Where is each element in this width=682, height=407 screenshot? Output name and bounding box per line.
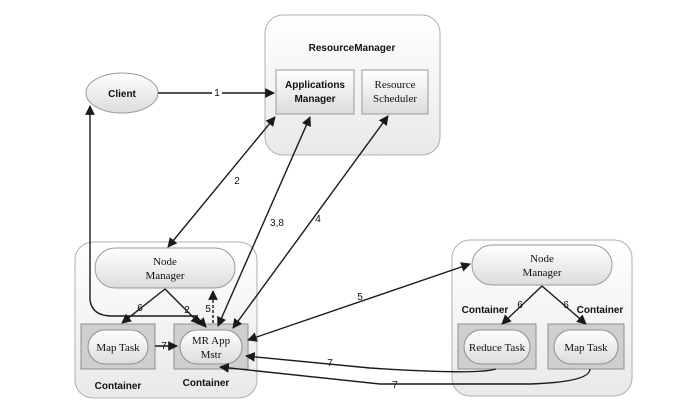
map-task-left-label: Map Task xyxy=(96,342,140,354)
applications-manager-box xyxy=(275,69,355,115)
reduce-task-node xyxy=(463,329,531,365)
map-task-left-container-label: Container xyxy=(95,381,142,392)
node-manager-right-label-2: Manager xyxy=(522,267,561,279)
node-manager-left-label: Node xyxy=(153,256,177,268)
edge-label-7c: 7 xyxy=(392,380,398,391)
edge-mr-app-to-nm-right xyxy=(247,262,471,342)
edge-label-5a: 5 xyxy=(205,304,211,315)
node-manager-left xyxy=(94,247,236,289)
edge-label-6c: 6 xyxy=(563,300,569,311)
map-task-right-container-label: Container xyxy=(577,305,624,316)
edge-label-6b: 6 xyxy=(517,300,523,311)
edge-rm-to-node-manager xyxy=(167,116,276,248)
applications-manager-label: Applications xyxy=(285,80,345,91)
edge-label-5b: 5 xyxy=(357,292,363,303)
edge-label-2b: 2 xyxy=(184,305,190,316)
edge-client-to-mr-app xyxy=(85,105,207,328)
edge-mr-app-to-apps-manager xyxy=(217,116,311,327)
edge-map-right-to-mr-app xyxy=(219,363,591,385)
map-task-left-node xyxy=(87,329,149,365)
resource-scheduler-box xyxy=(361,69,429,115)
resource-scheduler-label-2: Scheduler xyxy=(373,93,417,105)
edge-label-2a: 2 xyxy=(234,176,240,187)
reduce-task-label: Reduce Task xyxy=(469,342,526,354)
resource-manager-title: ResourceManager xyxy=(309,43,396,54)
mr-app-node xyxy=(179,329,243,365)
map-task-right-label: Map Task xyxy=(564,342,608,354)
edge-nm-right-to-map xyxy=(541,285,587,325)
edge-label-4: 4 xyxy=(315,214,321,225)
resource-scheduler-label: Resource xyxy=(375,79,416,91)
map-task-right-node xyxy=(553,329,619,365)
client-label: Client xyxy=(108,89,136,100)
mr-app-container-label: Container xyxy=(183,378,230,389)
edge-reduce-to-mr-app xyxy=(245,351,497,373)
edge-label-7a: 7 xyxy=(161,341,167,352)
edge-nm-to-mr-app xyxy=(164,288,201,325)
edge-label-bg-1 xyxy=(212,86,222,98)
edge-nm-to-map-task xyxy=(121,288,166,324)
edge-label-38: 3,8 xyxy=(270,218,284,229)
mr-app-label-2: Mstr xyxy=(201,349,222,361)
node-manager-right xyxy=(471,244,613,286)
edge-label-6a: 6 xyxy=(137,303,143,314)
edge-label-7b: 7 xyxy=(327,358,333,369)
reduce-task-container-label: Container xyxy=(462,305,509,316)
edge-nm-right-to-reduce xyxy=(501,285,543,325)
applications-manager-label-2: Manager xyxy=(294,94,335,105)
edge-label-1: 1 xyxy=(214,88,220,99)
node-manager-right-label: Node xyxy=(530,253,554,265)
node-manager-left-label-2: Manager xyxy=(145,270,184,282)
mr-app-label: MR App xyxy=(192,335,231,347)
